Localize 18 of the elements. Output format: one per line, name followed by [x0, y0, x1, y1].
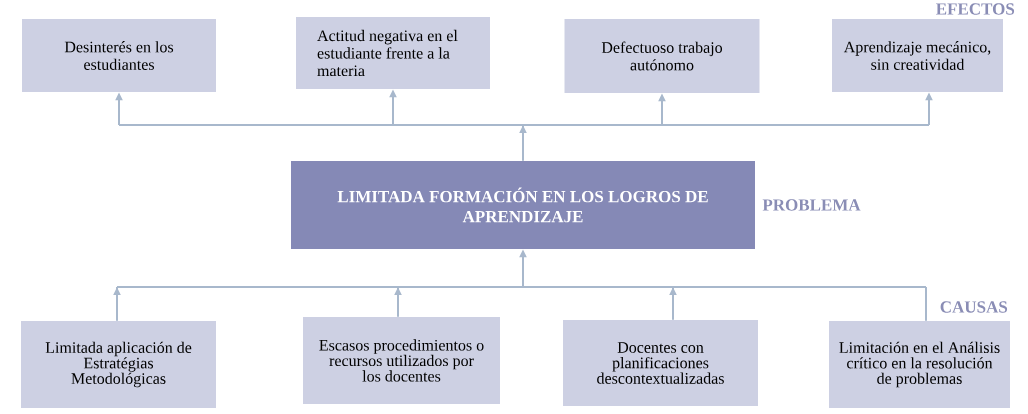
effect-box: Aprendizaje mecánico, sin creatividad — [832, 19, 1003, 92]
cause-box: Limitada aplicación de Estratégias Metodológicas — [21, 321, 216, 408]
cause-box: Docentes con planificaciones descontextualizadas — [563, 320, 758, 406]
side-label: PROBLEMA — [762, 199, 861, 211]
section-label: CAUSAS — [940, 301, 1008, 313]
cause-box: Escasos procedimientos o recursos utilizados por los docentes — [303, 317, 500, 404]
connector-line — [116, 286, 927, 288]
arrow — [519, 124, 527, 162]
connector-line — [925, 286, 927, 322]
effect-box: Actitud negativa en el estudiante frente a la materia — [296, 17, 490, 89]
effect-box: Desinterés en los estudiantes — [22, 19, 216, 92]
arrow — [669, 286, 677, 321]
arrow — [394, 286, 402, 318]
cause-box: Limitación en el Análisis crítico en la resolución de problemas — [829, 321, 1010, 408]
connector-line — [118, 124, 930, 126]
effect-box: Defectuoso trabajo autónomo — [564, 19, 760, 93]
problem-box: LIMITADA FORMACIÓN EN LOS LOGROS DE APRENDIZAJE — [291, 161, 755, 249]
arrow — [113, 286, 121, 322]
